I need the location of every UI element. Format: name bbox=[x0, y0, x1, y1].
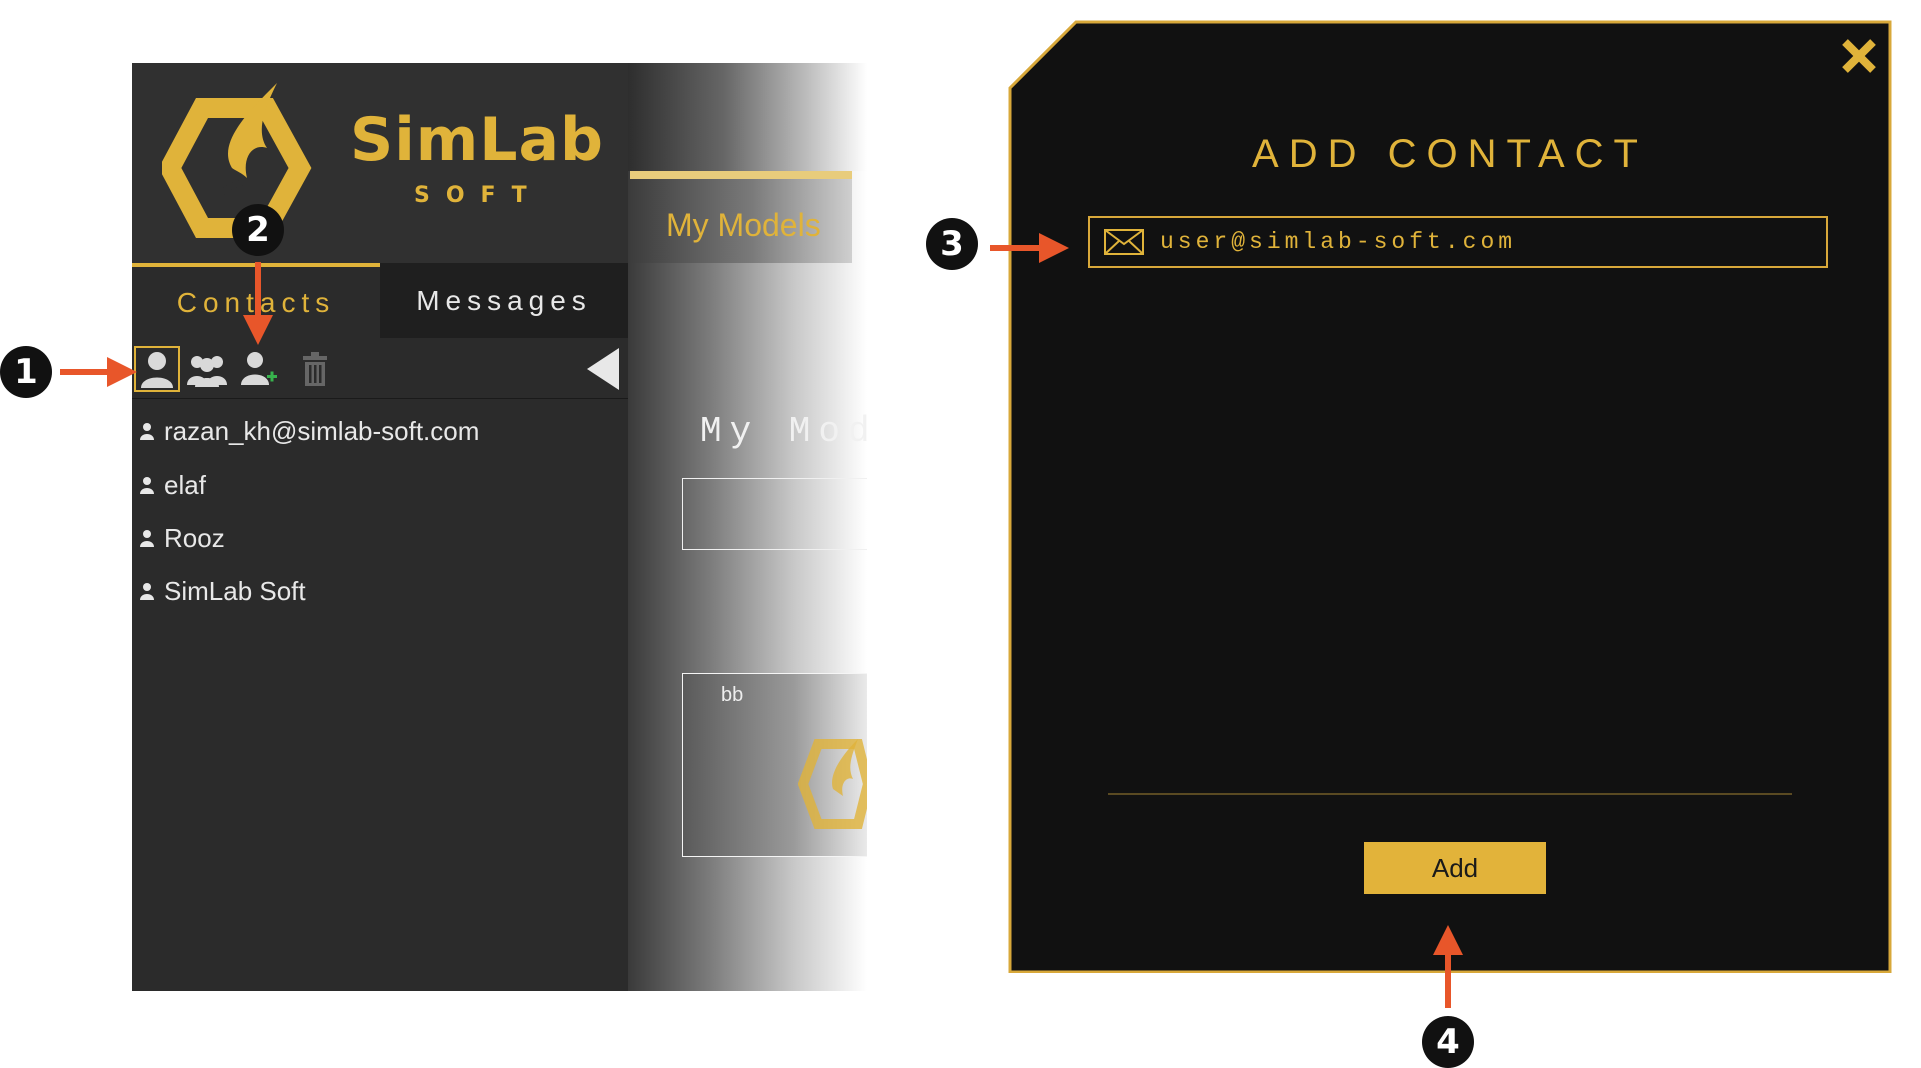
groups-view-button[interactable] bbox=[184, 346, 230, 392]
tab-messages[interactable]: Messages bbox=[380, 263, 628, 338]
app-panel: SimLab SOFT Contacts Messages bbox=[132, 63, 867, 991]
add-contact-dialog: ADD CONTACT user@simlab-soft.com Add bbox=[1008, 20, 1892, 973]
callout-badge-4: 4 bbox=[1422, 1016, 1474, 1068]
email-value: user@simlab-soft.com bbox=[1160, 229, 1517, 255]
add-button[interactable]: Add bbox=[1364, 842, 1546, 894]
add-user-icon bbox=[241, 352, 277, 385]
add-contact-button[interactable] bbox=[236, 346, 282, 392]
dialog-title: ADD CONTACT bbox=[1252, 132, 1648, 176]
close-icon[interactable] bbox=[1841, 38, 1877, 74]
contact-name: elaf bbox=[164, 469, 206, 500]
models-header-bg bbox=[628, 63, 867, 171]
contact-user-icon bbox=[140, 583, 154, 600]
models-heading: My Mode bbox=[700, 411, 867, 452]
contact-name: SimLab Soft bbox=[164, 575, 306, 606]
list-item[interactable]: razan_kh@simlab-soft.com bbox=[140, 407, 479, 455]
contacts-toolbar bbox=[132, 338, 628, 399]
list-item[interactable]: Rooz bbox=[140, 514, 225, 562]
logo-subtext: SOFT bbox=[414, 183, 543, 208]
search-box[interactable] bbox=[682, 478, 867, 550]
tab-my-models[interactable]: My Models bbox=[630, 171, 852, 263]
list-item[interactable]: SimLab Soft bbox=[140, 567, 306, 615]
logo-area: SimLab SOFT bbox=[132, 63, 628, 263]
contact-name: Rooz bbox=[164, 522, 225, 553]
model-card[interactable]: bb bbox=[682, 673, 867, 857]
my-models-label: My Models bbox=[666, 207, 821, 243]
contact-user-icon bbox=[140, 530, 154, 547]
contact-user-icon bbox=[140, 423, 154, 440]
contacts-view-button[interactable] bbox=[134, 346, 180, 392]
list-item[interactable]: elaf bbox=[140, 461, 206, 509]
envelope-icon bbox=[1104, 229, 1144, 255]
trash-icon bbox=[303, 352, 327, 386]
group-users-icon bbox=[187, 356, 227, 387]
model-thumbnail-icon bbox=[798, 739, 867, 829]
contact-user-icon bbox=[140, 477, 154, 494]
contact-name: razan_kh@simlab-soft.com bbox=[164, 415, 480, 446]
collapse-arrow-icon[interactable] bbox=[587, 348, 621, 390]
email-field[interactable]: user@simlab-soft.com bbox=[1088, 216, 1828, 268]
single-user-icon bbox=[141, 352, 173, 388]
callout-badge-2: 2 bbox=[232, 204, 284, 256]
model-card-label: bb bbox=[721, 684, 744, 706]
callout-badge-3: 3 bbox=[926, 218, 978, 270]
callout-badge-1: 1 bbox=[0, 346, 52, 398]
delete-contact-button[interactable] bbox=[292, 346, 338, 392]
logo-text: SimLab bbox=[350, 105, 604, 175]
